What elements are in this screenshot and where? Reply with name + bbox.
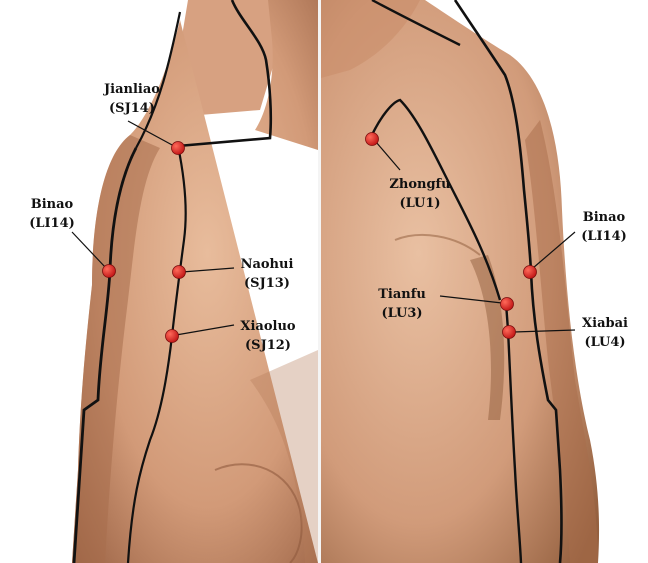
label-zhongfu-code: (LU1) bbox=[399, 196, 440, 211]
front-view-panel: Zhongfu (LU1) Binao (LI14) Tianfu (LU3) … bbox=[321, 0, 628, 563]
label-binao-front-name: Binao bbox=[583, 210, 626, 225]
label-binao-back-name: Binao bbox=[31, 197, 74, 212]
label-naohui-code: (SJ13) bbox=[244, 276, 290, 291]
acupoint-naohui[interactable] bbox=[173, 266, 186, 279]
label-xiaoluo-code: (SJ12) bbox=[245, 338, 291, 353]
label-xiabai-code: (LU4) bbox=[584, 335, 625, 350]
panel-divider bbox=[318, 0, 321, 563]
label-zhongfu-name: Zhongfu bbox=[389, 177, 450, 192]
acupoint-tianfu[interactable] bbox=[501, 298, 514, 311]
acupoint-xiabai[interactable] bbox=[503, 326, 516, 339]
label-tianfu-code: (LU3) bbox=[381, 306, 422, 321]
acupoint-xiaoluo[interactable] bbox=[166, 330, 179, 343]
label-naohui-name: Naohui bbox=[241, 257, 294, 272]
acupoint-jianliao[interactable] bbox=[172, 142, 185, 155]
acupoint-binao-back[interactable] bbox=[103, 265, 116, 278]
label-binao-front-code: (LI14) bbox=[581, 229, 627, 244]
label-xiaoluo-name: Xiaoluo bbox=[240, 319, 296, 334]
label-jianliao-code: (SJ14) bbox=[109, 101, 155, 116]
label-xiabai-name: Xiabai bbox=[582, 316, 628, 331]
label-tianfu-name: Tianfu bbox=[378, 287, 426, 302]
back-view-panel: Jianliao (SJ14) Binao (LI14) Naohui (SJ1… bbox=[29, 0, 318, 563]
acupoint-zhongfu[interactable] bbox=[366, 133, 379, 146]
label-binao-back-code: (LI14) bbox=[29, 216, 75, 231]
label-jianliao-name: Jianliao bbox=[103, 82, 160, 97]
acupoint-binao-front[interactable] bbox=[524, 266, 537, 279]
